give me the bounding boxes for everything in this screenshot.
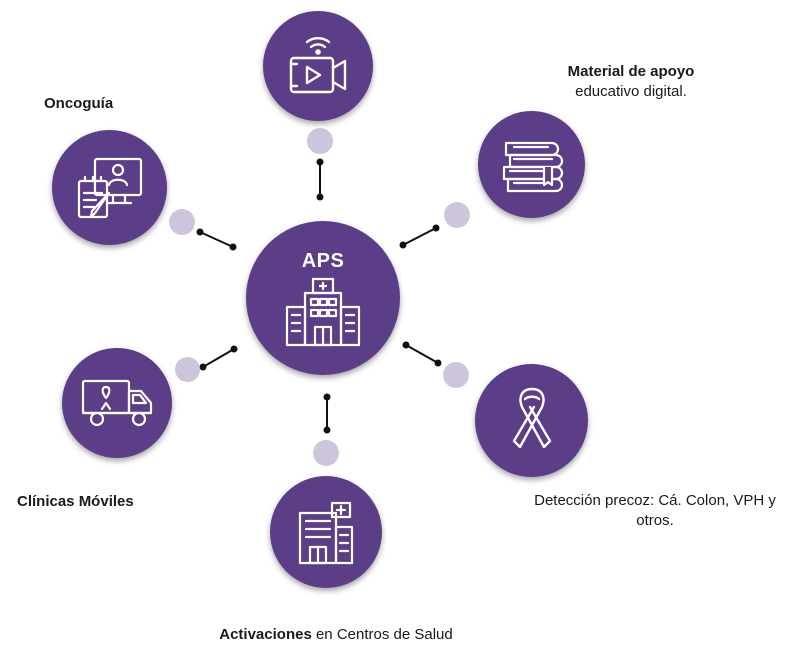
node-deteccion xyxy=(475,364,588,477)
stacked-books-icon xyxy=(496,133,568,197)
node-oncoguia xyxy=(52,130,167,245)
connector-lower-right xyxy=(405,344,439,364)
computer-teacher-icon xyxy=(73,153,147,223)
node-activaciones xyxy=(270,476,382,588)
connector-dot-upper-right xyxy=(444,202,470,228)
node-clinicas xyxy=(62,348,172,458)
connector-lower-left xyxy=(202,348,235,368)
health-building-icon xyxy=(294,499,358,565)
label-deteccion: Detección precoz: Cá. Colon, VPH y otros… xyxy=(534,492,776,529)
center-node-aps: APS xyxy=(246,221,400,375)
connector-dot-bottom xyxy=(313,440,339,466)
connector-dot-lower-right xyxy=(443,362,469,388)
center-title: APS xyxy=(301,249,345,272)
label-activaciones: Activaciones en Centros de Salud xyxy=(219,626,453,643)
hospital-icon xyxy=(283,277,363,347)
video-camera-wifi-icon xyxy=(283,34,353,98)
label-clinicas: Clínicas Móviles xyxy=(17,493,134,510)
node-video xyxy=(263,11,373,121)
label-oncoguia: Oncoguía xyxy=(44,95,114,112)
label-material: Material de apoyo educativo digital. xyxy=(567,63,695,100)
truck-ribbon-icon xyxy=(79,377,155,429)
connector-dot-lower-left xyxy=(175,357,200,382)
connector-upper-left xyxy=(199,231,234,248)
node-material xyxy=(478,111,585,218)
connector-top-end-a xyxy=(316,158,324,166)
connector-dot-top xyxy=(307,128,333,154)
connector-dot-upper-left xyxy=(169,209,195,235)
awareness-ribbon-icon xyxy=(508,385,556,457)
connector-upper-right xyxy=(402,227,437,246)
connector-top-end-b xyxy=(316,193,324,201)
